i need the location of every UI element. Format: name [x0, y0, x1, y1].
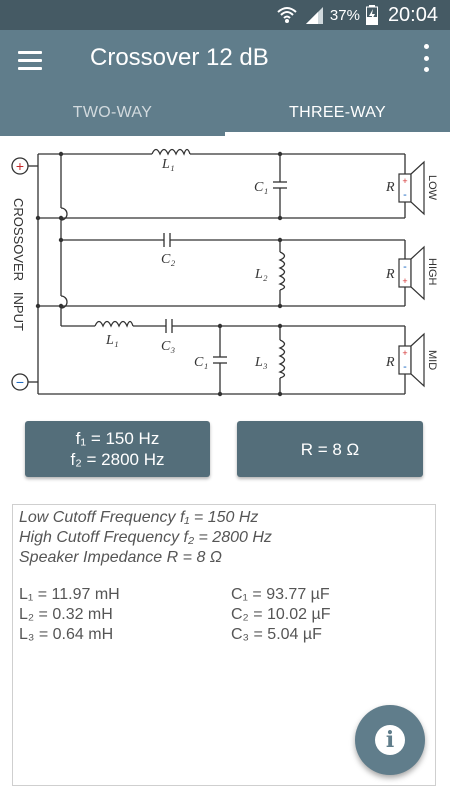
svg-text:+: + [402, 348, 407, 358]
mid-c3-label: C₃ [161, 339, 175, 354]
band-label-low: LOW [426, 175, 438, 201]
minus-sign: − [16, 374, 24, 390]
impedance-value: R = 8 Ω [300, 439, 360, 459]
frequency-f2: f₂ = 2800 Hz [70, 450, 165, 469]
l1-value: L₁ = 11.97 mH [19, 586, 120, 603]
mid-c1-label: C₁ [194, 355, 208, 370]
low-c1-label: C₁ [254, 180, 268, 195]
minus-terminal [11, 373, 29, 391]
c2-value: C₂ = 10.02 µF [231, 606, 331, 623]
signal-icon [305, 7, 323, 24]
frequency-button[interactable]: f₁ = 150 Hz f₂ = 2800 Hz [25, 421, 210, 477]
high-c2-label: C₂ [161, 252, 175, 267]
hamburger-icon [18, 50, 42, 54]
page-title: Crossover 12 dB [90, 44, 269, 71]
wifi-icon [277, 7, 297, 23]
svg-text:-: - [403, 361, 407, 373]
impedance-text: Speaker Impedance R = 8 Ω [19, 549, 222, 566]
low-l1-label: L₁ [161, 157, 175, 172]
crossover-schematic: + − CROSSOVER INPUT L₁ C₁ C₂ L₂ L₁ C₃ C₁… [11, 148, 438, 397]
svg-text:-: - [403, 189, 407, 201]
band-label-mid: MID [426, 350, 438, 370]
tab-bar: TWO-WAY THREE-WAY [0, 90, 450, 136]
info-icon: i [375, 725, 405, 755]
battery-charging-icon [365, 5, 378, 25]
c1-value: C₁ = 93.77 µF [231, 586, 330, 603]
low-cutoff-text: Low Cutoff Frequency f₁ = 150 Hz [19, 509, 259, 526]
l2-value: L₂ = 0.32 mH [19, 606, 113, 623]
mid-r-label: R [385, 355, 395, 370]
svg-text:+: + [402, 176, 407, 186]
more-options-button[interactable] [420, 44, 432, 72]
band-label-high: HIGH [426, 258, 438, 286]
speaker-icon: - + [398, 245, 425, 301]
tab-three-way[interactable]: THREE-WAY [225, 90, 450, 136]
c3-value: C₃ = 5.04 µF [231, 626, 322, 643]
mid-l3-label: L₃ [254, 355, 268, 370]
clock: 20:04 [387, 3, 438, 26]
status-bar: 37% 20:04 [0, 0, 450, 30]
low-r-label: R [385, 180, 395, 195]
l3-value: L₃ = 0.64 mH [19, 626, 114, 643]
speaker-icon: + - [398, 332, 425, 388]
speaker-icon: + - [398, 160, 425, 216]
tab-two-way[interactable]: TWO-WAY [72, 104, 153, 121]
high-l2-label: L₂ [254, 267, 268, 282]
impedance-button[interactable]: R = 8 Ω [237, 421, 423, 477]
plus-terminal [11, 157, 29, 175]
more-vert-icon [423, 44, 429, 49]
results-panel: Low Cutoff Frequency f₁ = 150 Hz High Cu… [12, 504, 436, 786]
battery-percent: 37% [329, 6, 360, 24]
mid-l1-label: L₁ [105, 333, 119, 348]
high-r-label: R [385, 267, 395, 282]
menu-button[interactable] [18, 43, 52, 77]
svg-text:-: - [403, 261, 407, 273]
app-bar: Crossover 12 dB TWO-WAY THREE-WAY [0, 30, 450, 136]
high-cutoff-text: High Cutoff Frequency f₂ = 2800 Hz [19, 529, 272, 546]
plus-sign: + [16, 158, 24, 174]
status-icons: 37% 20:04 [276, 0, 438, 30]
frequency-f1: f₁ = 150 Hz [75, 429, 160, 448]
crossover-input-label: CROSSOVER INPUT [11, 198, 26, 331]
info-button[interactable]: i [355, 705, 425, 775]
svg-text:+: + [402, 276, 407, 286]
